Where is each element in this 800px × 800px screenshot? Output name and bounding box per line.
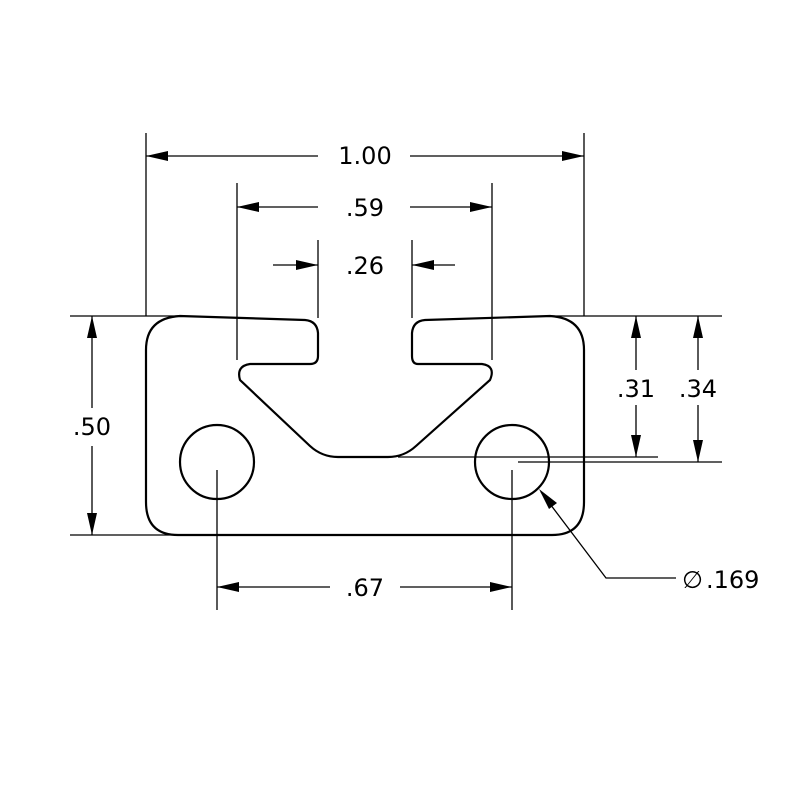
hole-spacing-label: .67 [346,574,384,602]
profile-outline [144,314,586,537]
arrowhead-up [631,316,641,338]
slot-width-dimension: .59 [236,183,493,360]
arrowhead-down [693,440,703,462]
arrowhead-down [631,435,641,457]
overall-height-label: .50 [73,413,111,441]
arrowhead-right [562,151,584,161]
hole-diameter-label: .169 [706,566,759,594]
arrowhead-leader [539,489,557,509]
overall-width-label: 1.00 [338,142,391,170]
arrowhead-left [217,582,239,592]
hole-depth-dimension: .34 [679,316,717,462]
overall-height-dimension: .50 [70,315,180,536]
hole-spacing-dimension: .67 [216,470,513,610]
slot-opening-dimension: .26 [273,240,455,318]
arrowhead-right [296,260,318,270]
arrowhead-right [470,202,492,212]
arrowhead-up [87,316,97,338]
arrowhead-up [693,316,703,338]
slot-width-label: .59 [346,194,384,222]
arrowhead-down [87,513,97,535]
overall-width-dimension: 1.00 [145,133,585,316]
hole-diameter-leader: ∅ .169 [539,489,759,594]
slot-depth-label: .31 [617,375,655,403]
arrowhead-left [146,151,168,161]
arrowhead-right [490,582,512,592]
diameter-symbol: ∅ [682,566,703,594]
arrowhead-left [412,260,434,270]
slot-opening-label: .26 [346,252,384,280]
slot-depth-dimension: .31 [617,316,655,457]
arrowhead-left [237,202,259,212]
hole-depth-label: .34 [679,375,717,403]
